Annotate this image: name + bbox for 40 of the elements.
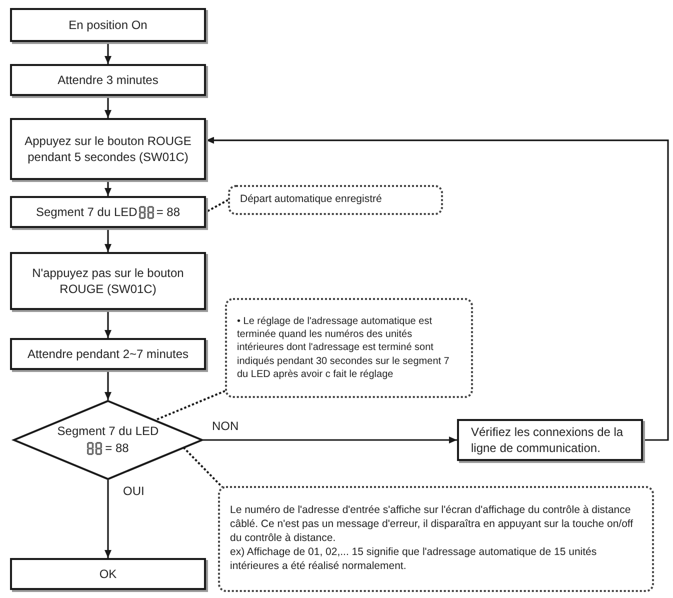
arrow xyxy=(104,310,112,338)
decision-text: Segment 7 du LED xyxy=(57,422,159,440)
arrow xyxy=(104,370,112,400)
step-text: Segment 7 du LED xyxy=(36,204,138,220)
leader-line xyxy=(206,199,228,213)
arrow xyxy=(203,436,457,444)
step-text: Appuyez sur le bouton ROUGE pendant 5 secondes (SW01C) xyxy=(24,132,192,166)
note-text: Le numéro de l'adresse d'entrée s'affiche sur l'écran d'affichage du contrôle à distance câblé. Ce n'est pas un message d'erreur, il disparaîtra en appuyant sur la touche on/off du contrôle à distance. xyxy=(230,504,634,546)
step-text: En position On xyxy=(68,16,148,34)
edge-label: OUI xyxy=(122,484,146,498)
leader-line xyxy=(155,390,226,421)
process-box xyxy=(457,419,643,461)
arrow xyxy=(104,42,112,64)
decision-text: = 88 xyxy=(105,440,129,457)
end-box xyxy=(10,558,206,590)
process-box xyxy=(10,338,206,370)
note-callout xyxy=(228,185,443,215)
leader-line xyxy=(183,447,224,489)
step-text: Vérifiez les connexions de la ligne de communication. xyxy=(471,424,624,456)
arrow xyxy=(104,228,112,252)
arrow xyxy=(104,480,112,558)
step-text: Attendre 3 minutes xyxy=(58,72,158,88)
process-box xyxy=(10,252,206,310)
step-text: N'appuyez pas sur le bouton ROUGE (SW01C) xyxy=(31,264,185,298)
process-box xyxy=(10,64,206,96)
edge-label: NON xyxy=(211,419,240,434)
arrow xyxy=(206,136,669,441)
arrow xyxy=(104,180,112,196)
process-box xyxy=(10,118,206,180)
start-box xyxy=(10,8,206,42)
step-text: OK xyxy=(99,566,117,582)
step-text: = 88 xyxy=(156,204,180,220)
arrow xyxy=(104,96,112,118)
step-text: Attendre pendant 2~7 minutes xyxy=(27,346,189,362)
note-callout xyxy=(225,298,473,398)
note-text: ex) Affichage de 01, 02,... 15 signifie que l'adressage automatique de 15 unités intérieures a été réalisé normalement. xyxy=(230,546,598,574)
note-callout xyxy=(218,486,654,592)
process-box xyxy=(10,196,206,228)
note-text: • Le réglage de l'adressage automatique est terminée quand les numéros des unités intérieures dont l'adressage est terminé sont indiqués pendant 30 secondes sur le segment 7 du LED après avoir c fait le réglage xyxy=(237,314,450,382)
note-text: Départ automatique enregistré xyxy=(240,193,383,207)
